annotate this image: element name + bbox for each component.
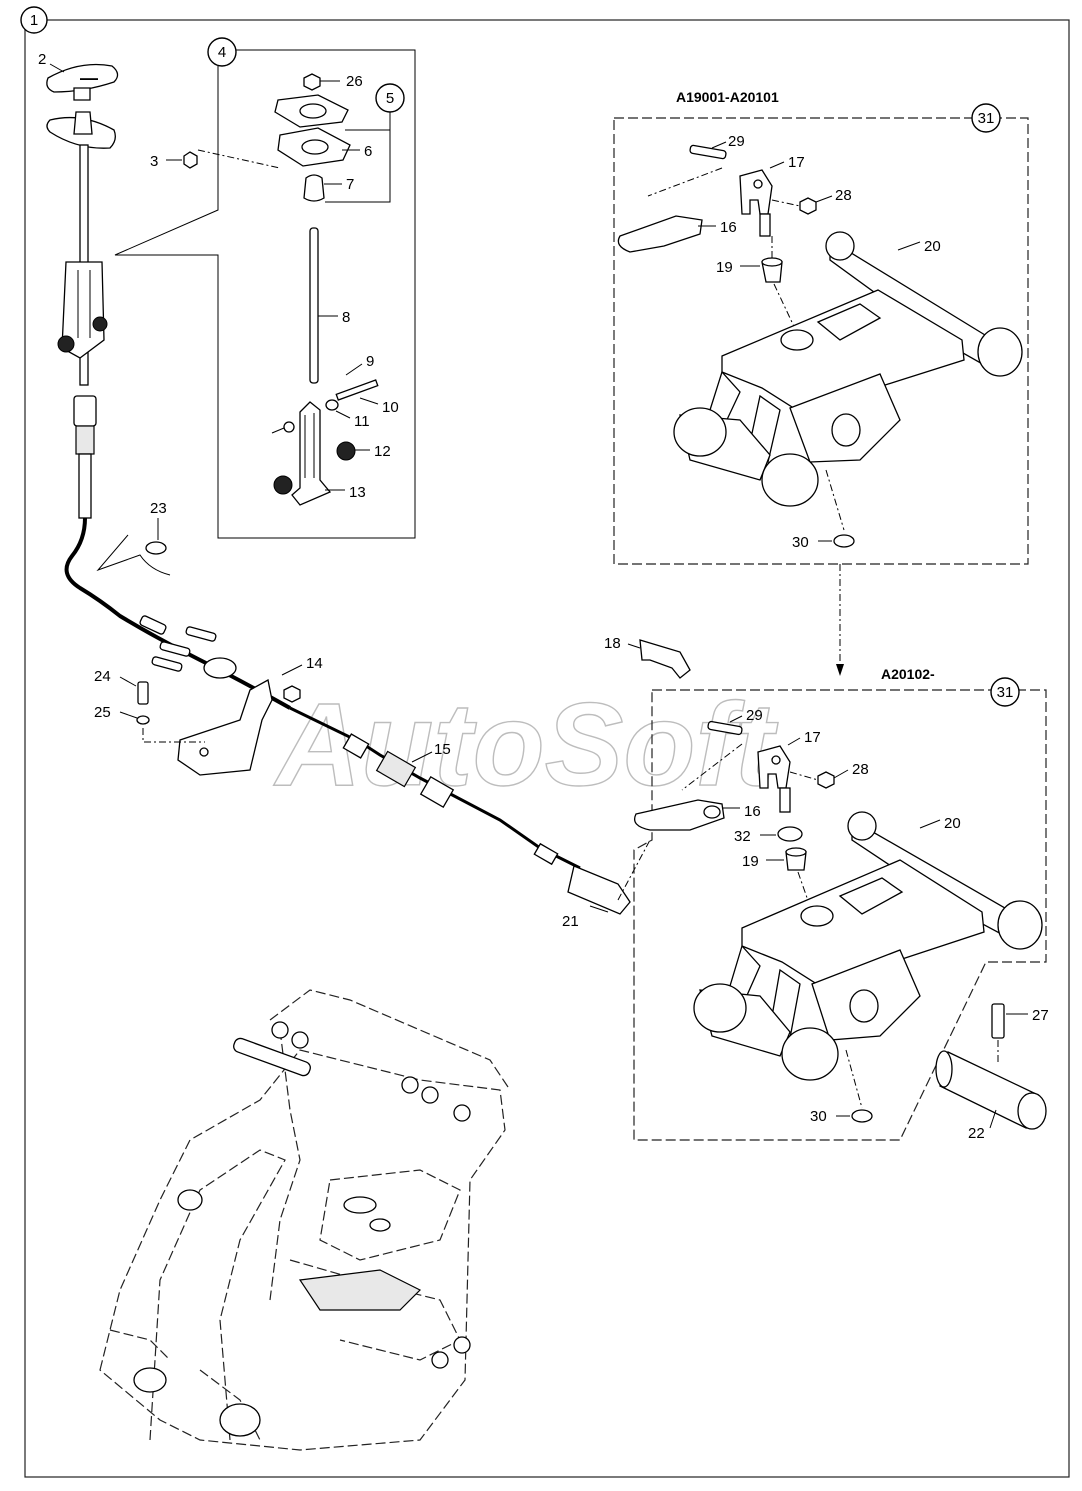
link-16-upper (617, 215, 703, 253)
callout-l27: 27 (1032, 1007, 1049, 1024)
clevis-17-upper (739, 169, 773, 215)
callout-l19: 19 (742, 853, 759, 870)
callout-12: 12 (374, 443, 391, 460)
washer-25 (136, 715, 150, 725)
frame-number-badge (20, 6, 48, 34)
callout-l20: 20 (944, 815, 961, 832)
knob-12-lower (273, 475, 293, 495)
callout-7: 7 (346, 176, 354, 193)
callout-26: 26 (346, 73, 363, 90)
nut-26 (303, 73, 321, 91)
group-4-frame (114, 49, 416, 539)
group-31-upper-frame (613, 117, 1029, 565)
callout-15: 15 (434, 741, 451, 758)
callout-23: 23 (150, 500, 167, 517)
callout-10: 10 (382, 399, 399, 416)
callout-13: 13 (349, 484, 366, 501)
callout-l22: 22 (968, 1125, 985, 1142)
group-4-label: 4 (218, 44, 226, 61)
frame-number: 1 (30, 12, 38, 29)
arrow-down (836, 664, 844, 676)
group-5-label: 5 (386, 90, 394, 107)
link-16-lower (633, 799, 725, 831)
nut-3 (183, 151, 198, 169)
callout-9: 9 (366, 353, 374, 370)
callout-14: 14 (306, 655, 323, 672)
callout-u30: 30 (792, 534, 809, 551)
rod-8 (309, 227, 319, 384)
clevis-21 (567, 865, 631, 915)
arm-20-lower (693, 811, 1043, 1081)
callout-8: 8 (342, 309, 350, 326)
grommet-23 (145, 541, 167, 555)
lever-assembly (61, 261, 105, 359)
arm-20-upper (673, 231, 1023, 507)
callout-3: 3 (150, 153, 158, 170)
serial-range-lower: A20102- (881, 666, 935, 682)
group-31-upper-badge (971, 103, 1001, 133)
callout-l32: 32 (734, 828, 751, 845)
callout-l28: 28 (852, 761, 869, 778)
bushing-7 (303, 174, 325, 202)
callout-u28: 28 (835, 187, 852, 204)
callout-11: 11 (354, 413, 370, 430)
callout-18: 18 (604, 635, 621, 652)
pin-10 (335, 379, 379, 401)
callout-l17: 17 (804, 729, 821, 746)
serial-range-upper: A19001-A20101 (676, 89, 779, 105)
pin-22 (935, 1050, 1047, 1130)
nut-28-lower (817, 771, 835, 789)
group-31-lower-badge (990, 677, 1020, 707)
clevis-17-lower (757, 745, 791, 789)
callout-2: 2 (38, 51, 46, 68)
clip-18 (639, 639, 691, 679)
bolt-29-lower (707, 720, 743, 736)
callout-l16: 16 (744, 803, 761, 820)
handle-2-lettering: ▬▬▬ (80, 76, 98, 82)
handle-2 (46, 63, 119, 93)
callout-u16: 16 (720, 219, 737, 236)
callout-u20: 20 (924, 238, 941, 255)
callout-u17: 17 (788, 154, 805, 171)
callout-21: 21 (562, 913, 579, 930)
group-31-lower-frame (633, 689, 1047, 1141)
loader-frame-illustration (99, 989, 511, 1451)
callout-24: 24 (94, 668, 111, 685)
group-31-lower-label: 31 (997, 684, 1014, 701)
washer-32 (777, 826, 803, 842)
callout-l29: 29 (746, 707, 763, 724)
group-31-upper-label: 31 (978, 110, 995, 127)
callout-6: 6 (364, 143, 372, 160)
bolt-24 (137, 681, 149, 705)
lever-bracket-13 (291, 401, 332, 506)
outer-frame (24, 19, 1070, 1478)
washer-11 (325, 399, 339, 411)
ring-30-lower (851, 1109, 873, 1123)
bracket-14 (177, 678, 273, 776)
ring-30-upper (833, 534, 855, 548)
nut-28-upper (799, 197, 817, 215)
bolt-29-upper (689, 144, 727, 160)
callout-u19: 19 (716, 259, 733, 276)
callout-25: 25 (94, 704, 111, 721)
group-5-leader (325, 112, 391, 203)
callout-u29: 29 (728, 133, 745, 150)
bolt-27 (991, 1003, 1005, 1039)
group-4-badge (207, 37, 237, 67)
callout-l30: 30 (810, 1108, 827, 1125)
knob-12 (336, 441, 356, 461)
